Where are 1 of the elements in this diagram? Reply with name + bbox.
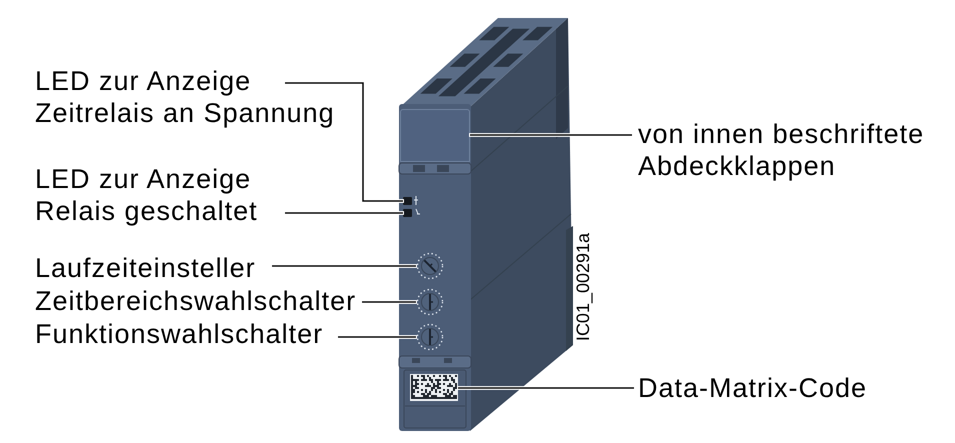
figure-id: IC01_00291a [573,232,593,343]
